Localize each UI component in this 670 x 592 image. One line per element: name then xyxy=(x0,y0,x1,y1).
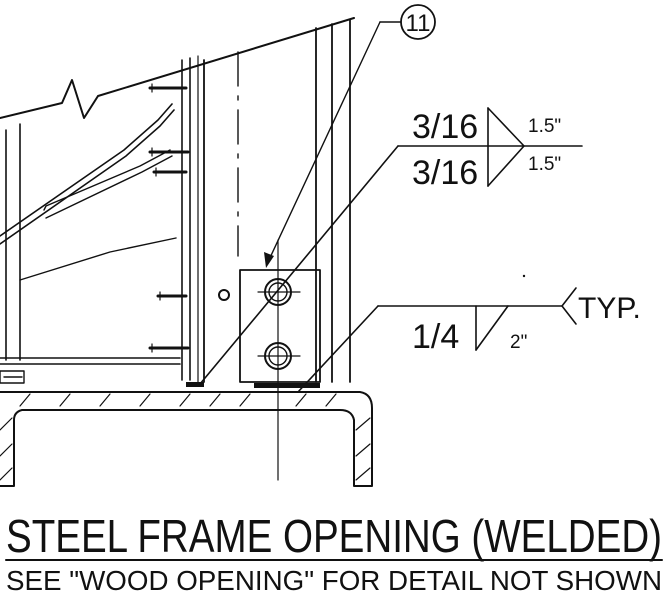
detail-note: SEE "WOOD OPENING" FOR DETAIL NOT SHOWN xyxy=(6,565,662,592)
screw-icon xyxy=(156,291,188,301)
weld-size-bottom: 3/16 xyxy=(412,154,478,192)
sill-track xyxy=(0,357,181,384)
screw-icon xyxy=(148,83,188,93)
weld-size: 1/4 xyxy=(412,318,459,356)
callout-number: 11 xyxy=(406,10,431,37)
weld-symbol-lower: 1/4 2" TYP. xyxy=(297,287,641,393)
weld-symbol-upper: 3/16 3/16 1.5" 1.5" xyxy=(199,107,583,385)
bolt-icon xyxy=(264,278,292,306)
stray-mark xyxy=(522,274,526,278)
diagonal-straps xyxy=(0,103,177,281)
steel-column xyxy=(203,19,351,383)
bolt-icon xyxy=(264,342,292,370)
bolt-hole-icon xyxy=(218,289,230,301)
weld-size-top: 3/16 xyxy=(412,108,478,146)
screw-icon xyxy=(148,147,190,157)
weld-bead xyxy=(254,383,320,388)
fillet-weld xyxy=(186,382,204,387)
clip-angle-plate xyxy=(186,239,321,481)
bolt-icon xyxy=(268,346,288,366)
base-channel xyxy=(0,391,373,487)
bolt-icon xyxy=(268,282,288,302)
screw-icon xyxy=(148,343,190,353)
screw-icon xyxy=(152,167,188,177)
weld-tail-note: TYP. xyxy=(578,292,641,325)
callout-11: 11 xyxy=(264,4,436,268)
weld-length-top: 1.5" xyxy=(528,116,561,137)
weld-length: 2" xyxy=(510,332,527,353)
fastener-screws xyxy=(148,83,230,353)
left-wall-framing xyxy=(5,55,199,383)
break-line xyxy=(0,17,355,119)
weld-length-bottom: 1.5" xyxy=(528,154,561,175)
detail-title: STEEL FRAME OPENING (WELDED) xyxy=(6,510,662,562)
arrowhead-icon xyxy=(264,252,274,268)
detail-title-block: STEEL FRAME OPENING (WELDED) SEE "WOOD O… xyxy=(5,510,663,592)
